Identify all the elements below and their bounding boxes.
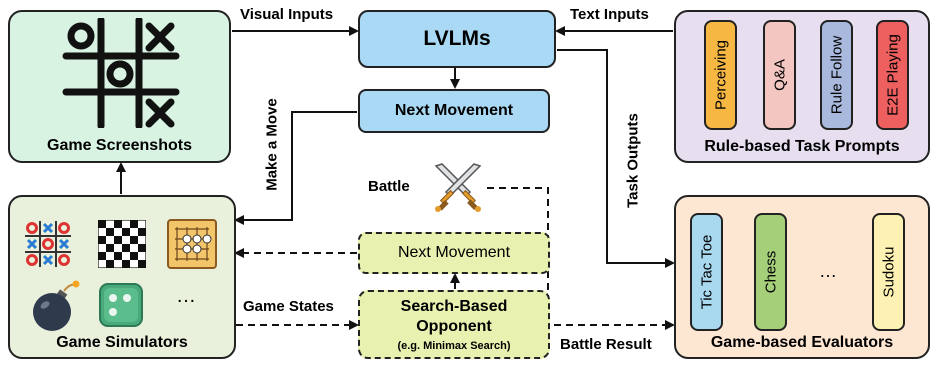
tic-tac-toe-icon	[62, 18, 180, 128]
chessboard-icon	[98, 220, 146, 268]
visual-inputs-label: Visual Inputs	[240, 6, 334, 23]
rule-prompts-box: Perceiving Q&A Rule Follow E2E Playing R…	[674, 10, 930, 163]
evaluator-tic-tac-toe: Tic Tac Toe	[690, 213, 723, 331]
bomb-icon	[33, 280, 80, 331]
prompt-e2e-playing: E2E Playing	[876, 20, 909, 130]
search-opponent-line2: Opponent	[416, 318, 492, 335]
next-movement-top-label: Next Movement	[394, 102, 514, 119]
crossed-swords-icon	[434, 163, 482, 212]
next-movement-bottom-box: Next Movement	[358, 232, 550, 274]
tic-tac-toe-icon	[25, 221, 71, 267]
edge-make-a-move	[234, 111, 357, 225]
next-movement-bottom-label: Next Movement	[397, 244, 511, 261]
prompt-qa: Q&A	[763, 20, 796, 130]
game-simulators-label: Game Simulators	[56, 334, 188, 351]
text-inputs-label: Text Inputs	[570, 6, 649, 23]
edge-task-outputs	[557, 49, 675, 268]
game-evaluators-box: Tic Tac Toe Chess … Sudoku Game-based Ev…	[674, 195, 930, 359]
game-screenshots-box: Game Screenshots	[8, 10, 231, 163]
game-states-label: Game States	[243, 298, 334, 315]
task-outputs-label: Task Outputs	[624, 113, 642, 208]
dice-icon	[99, 283, 143, 327]
make-a-move-label: Make a Move	[263, 98, 281, 191]
game-screenshots-label: Game Screenshots	[47, 137, 192, 154]
evaluator-sudoku: Sudoku	[872, 213, 905, 331]
prompt-perceiving: Perceiving	[704, 20, 737, 130]
lvlms-label: LVLMs	[423, 27, 491, 50]
rule-prompts-label: Rule-based Task Prompts	[704, 138, 900, 155]
simulators-ellipsis: …	[176, 285, 196, 307]
lvlms-box: LVLMs	[358, 10, 556, 68]
search-opponent-box: Search-Based Opponent (e.g. Minimax Sear…	[358, 290, 550, 359]
game-simulators-box: … Game Simulators	[8, 195, 236, 359]
go-board-icon	[167, 219, 217, 269]
battle-label: Battle	[368, 178, 410, 195]
search-opponent-line1: Search-Based	[400, 298, 508, 315]
evaluator-chess: Chess	[754, 213, 787, 331]
prompt-rule-follow: Rule Follow	[820, 20, 853, 130]
battle-result-label: Battle Result	[560, 336, 652, 353]
game-evaluators-label: Game-based Evaluators	[710, 334, 894, 351]
evaluator-ellipsis: …	[819, 261, 837, 281]
edge-battle	[487, 187, 675, 330]
next-movement-top-box: Next Movement	[358, 89, 550, 133]
search-opponent-note: (e.g. Minimax Search)	[397, 340, 511, 352]
